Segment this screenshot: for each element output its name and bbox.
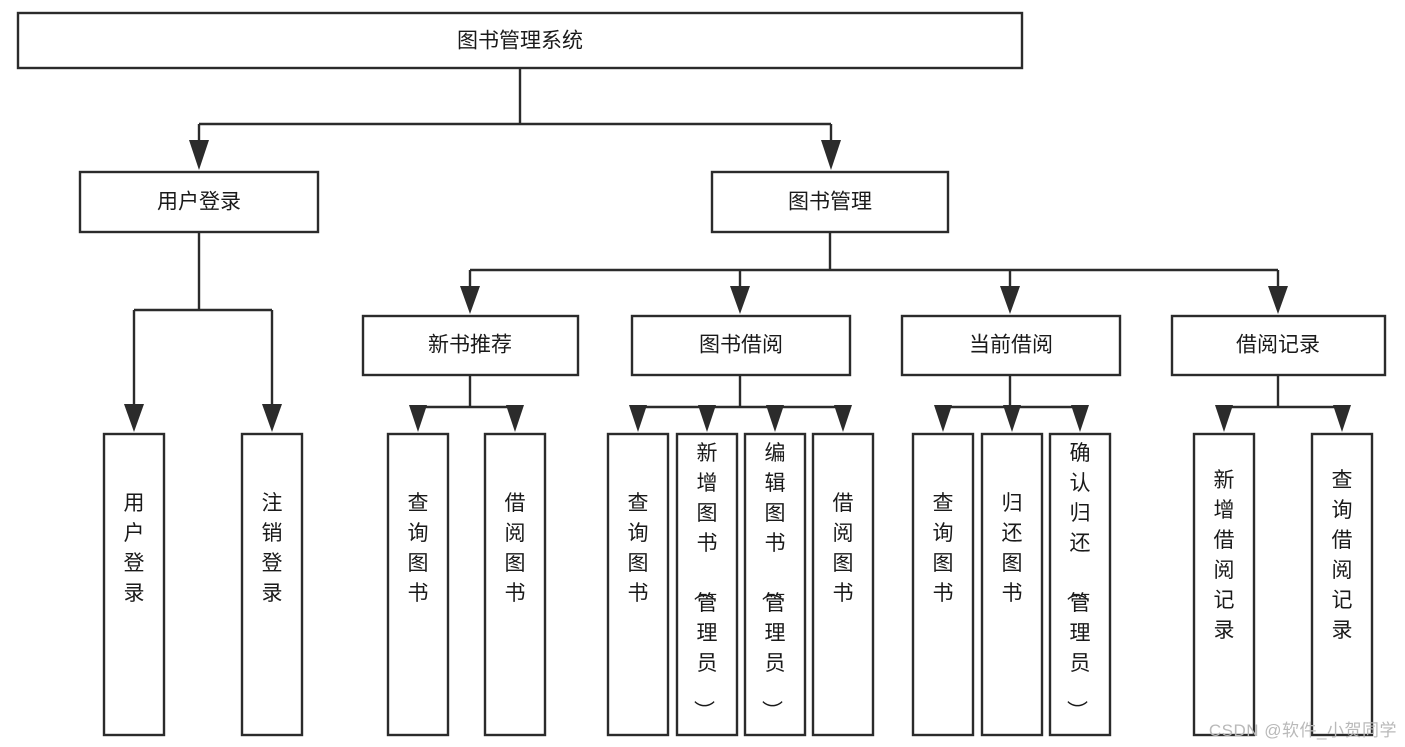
leaf-node-confirm-return-admin[interactable]: 确认归还（管理员）	[1048, 432, 1112, 737]
leaf-node-logout-label: 注销登录	[262, 492, 283, 605]
leaf-node-return-book-label: 归还图书	[1002, 492, 1023, 605]
arrow-icon-borrow-leaf-2	[698, 405, 716, 432]
arrow-icon-to-borrow	[730, 286, 750, 314]
node-book-management-box[interactable]	[710, 170, 950, 234]
leaf-node-edit-book-admin-label: 编辑图书（管理员）	[760, 442, 786, 721]
node-user-login[interactable]: 用户登录	[78, 170, 320, 234]
arrow-icon-record-leaf-1	[1215, 405, 1233, 432]
leaf-node-borrow-book-1[interactable]: 借阅图书	[483, 432, 547, 737]
leaf-node-query-book-1-box[interactable]	[386, 432, 450, 737]
leaf-node-logout-box[interactable]	[240, 432, 304, 737]
leaf-node-add-borrow-record-label: 新增借阅记录	[1214, 469, 1235, 642]
leaf-node-add-book-admin-box[interactable]	[675, 432, 739, 737]
arrow-icon-to-user-login	[189, 140, 209, 170]
arrow-icon-to-book-mgmt	[821, 140, 841, 170]
leaf-node-logout[interactable]: 注销登录	[240, 432, 304, 737]
node-new-book-recommend[interactable]: 新书推荐	[361, 314, 580, 377]
arrow-icon-to-leaf-user-login	[124, 404, 144, 432]
leaf-node-edit-book-admin[interactable]: 编辑图书（管理员）	[743, 432, 807, 737]
arrow-icon-current-leaf-3	[1071, 405, 1089, 432]
leaf-node-borrow-book-1-box[interactable]	[483, 432, 547, 737]
node-new-book-recommend-label: 新书推荐	[428, 334, 512, 357]
arrow-icon-to-leaf-logout	[262, 404, 282, 432]
leaf-node-borrow-book-1-label: 借阅图书	[505, 492, 526, 605]
arrow-icon-to-record	[1268, 286, 1288, 314]
leaf-node-query-borrow-record-box[interactable]	[1310, 432, 1374, 737]
node-book-management-label: 图书管理	[788, 191, 872, 214]
arrow-icon-newbook-leaf-2	[506, 405, 524, 432]
leaf-node-query-borrow-record[interactable]: 查询借阅记录	[1310, 432, 1374, 737]
leaf-node-confirm-return-admin-box[interactable]	[1048, 432, 1112, 737]
leaf-node-query-book-3-box[interactable]	[911, 432, 975, 737]
leaf-node-query-book-2-box[interactable]	[606, 432, 670, 737]
node-borrow-record[interactable]: 借阅记录	[1170, 314, 1387, 377]
node-user-login-box[interactable]	[78, 170, 320, 234]
leaf-node-add-book-admin-label: 新增图书（管理员）	[692, 442, 718, 721]
arrow-icon-current-leaf-2	[1003, 405, 1021, 432]
arrow-icon-current-leaf-1	[934, 405, 952, 432]
node-user-login-label: 用户登录	[157, 191, 241, 214]
node-book-borrow-label: 图书借阅	[699, 334, 783, 357]
leaf-node-return-book[interactable]: 归还图书	[980, 432, 1044, 737]
node-root-box[interactable]	[16, 11, 1024, 70]
leaf-node-query-book-2-label: 查询图书	[628, 492, 649, 605]
leaf-node-user-login-label: 用户登录	[124, 492, 145, 605]
arrow-icon-borrow-leaf-4	[834, 405, 852, 432]
node-borrow-record-label: 借阅记录	[1236, 334, 1320, 357]
node-book-management[interactable]: 图书管理	[710, 170, 950, 234]
leaf-node-query-book-3-label: 查询图书	[933, 492, 954, 605]
leaf-node-borrow-book-2-box[interactable]	[811, 432, 875, 737]
leaf-node-query-borrow-record-label: 查询借阅记录	[1332, 469, 1353, 642]
leaf-node-return-book-box[interactable]	[980, 432, 1044, 737]
arrow-icon-newbook-leaf-1	[409, 405, 427, 432]
leaf-node-user-login-box[interactable]	[102, 432, 166, 737]
leaf-node-add-borrow-record-box[interactable]	[1192, 432, 1256, 737]
node-root[interactable]: 图书管理系统	[16, 11, 1024, 70]
node-current-borrow[interactable]: 当前借阅	[900, 314, 1122, 377]
node-root-label: 图书管理系统	[457, 30, 583, 53]
arrow-icon-record-leaf-2	[1333, 405, 1351, 432]
arrowhead-layer	[124, 140, 1351, 432]
node-borrow-record-box[interactable]	[1170, 314, 1387, 377]
arrow-icon-borrow-leaf-3	[766, 405, 784, 432]
leaf-node-user-login[interactable]: 用户登录	[102, 432, 166, 737]
leaf-node-borrow-book-2[interactable]: 借阅图书	[811, 432, 875, 737]
leaf-node-confirm-return-admin-label: 确认归还（管理员）	[1065, 442, 1091, 721]
node-current-borrow-label: 当前借阅	[969, 334, 1053, 357]
leaf-node-add-book-admin[interactable]: 新增图书（管理员）	[675, 432, 739, 737]
arrow-icon-to-newbook	[460, 286, 480, 314]
leaf-node-query-book-1-label: 查询图书	[408, 492, 429, 605]
leaf-node-query-book-3[interactable]: 查询图书	[911, 432, 975, 737]
arrow-icon-borrow-leaf-1	[629, 405, 647, 432]
leaf-node-borrow-book-2-label: 借阅图书	[833, 492, 854, 605]
node-current-borrow-box[interactable]	[900, 314, 1122, 377]
node-book-borrow[interactable]: 图书借阅	[630, 314, 852, 377]
leaf-node-query-book-2[interactable]: 查询图书	[606, 432, 670, 737]
node-new-book-recommend-box[interactable]	[361, 314, 580, 377]
leaf-node-query-book-1[interactable]: 查询图书	[386, 432, 450, 737]
leaf-node-edit-book-admin-box[interactable]	[743, 432, 807, 737]
node-book-borrow-box[interactable]	[630, 314, 852, 377]
arrow-icon-to-current	[1000, 286, 1020, 314]
leaf-node-add-borrow-record[interactable]: 新增借阅记录	[1192, 432, 1256, 737]
